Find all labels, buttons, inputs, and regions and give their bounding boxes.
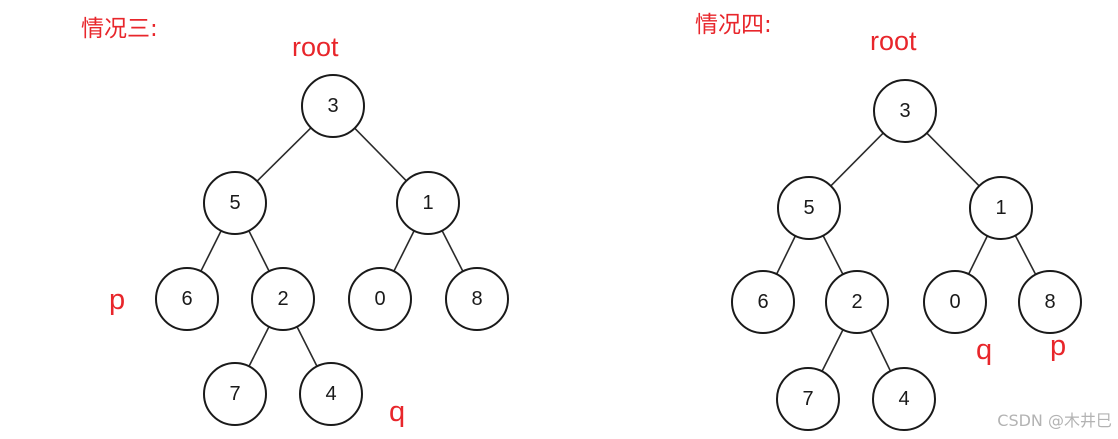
tree-edge <box>354 127 407 182</box>
node-value: 4 <box>898 388 909 410</box>
node-circle <box>872 367 936 431</box>
tree-node-2: 2 <box>825 270 889 334</box>
node-circle <box>396 171 460 235</box>
tree-node-0: 0 <box>923 270 987 334</box>
node-value: 2 <box>277 288 288 310</box>
node-circle <box>969 176 1033 240</box>
case-four-title: 情况四: <box>695 12 772 38</box>
tree-node-4: 4 <box>299 362 363 426</box>
watermark: CSDN @木井巳 <box>997 411 1112 430</box>
panel-case-four: 3 5 1 6 2 0 8 7 4 情况四: root q p <box>559 0 1118 439</box>
root-label: root <box>292 32 339 62</box>
tree-node-0: 0 <box>348 267 412 331</box>
tree-node-3: 3 <box>873 79 937 143</box>
q-label: q <box>389 396 406 428</box>
node-value: 8 <box>1044 291 1055 313</box>
tree-edge <box>393 230 415 272</box>
node-circle <box>155 267 219 331</box>
node-value: 1 <box>995 197 1006 219</box>
tree-node-8: 8 <box>1018 270 1082 334</box>
tree-edge <box>248 326 270 367</box>
node-value: 5 <box>803 197 814 219</box>
tree-edge <box>830 132 884 187</box>
node-circle <box>301 74 365 138</box>
tree-edge <box>967 235 989 275</box>
tree-node-1: 1 <box>969 176 1033 240</box>
node-circle <box>1018 270 1082 334</box>
node-value: 7 <box>802 388 813 410</box>
node-value: 0 <box>949 291 960 313</box>
node-value: 6 <box>181 288 192 310</box>
panel-case-three: 3 5 1 6 2 0 8 7 4 情况三: root p q <box>81 16 509 428</box>
node-circle <box>251 267 315 331</box>
node-circle <box>776 367 840 431</box>
node-value: 5 <box>229 192 240 214</box>
node-circle <box>825 270 889 334</box>
tree-edge <box>822 235 844 275</box>
node-value: 3 <box>899 100 910 122</box>
node-circle <box>777 176 841 240</box>
tree-edge <box>775 235 797 275</box>
node-value: 1 <box>422 192 433 214</box>
binary-tree-case-three: 3 5 1 6 2 0 8 7 4 <box>155 74 509 426</box>
tree-node-6: 6 <box>731 270 795 334</box>
node-circle <box>873 79 937 143</box>
tree-node-5: 5 <box>203 171 267 235</box>
tree-edge <box>256 127 312 182</box>
node-value: 4 <box>325 383 336 405</box>
tree-edge <box>200 230 222 272</box>
tree-node-1: 1 <box>396 171 460 235</box>
tree-node-7: 7 <box>203 362 267 426</box>
tree-edge <box>441 230 464 272</box>
p-label: p <box>1050 330 1067 362</box>
tree-edge <box>926 132 980 187</box>
p-label: p <box>109 284 126 316</box>
node-circle <box>445 267 509 331</box>
tree-node-3: 3 <box>301 74 365 138</box>
tree-node-7: 7 <box>776 367 840 431</box>
node-circle <box>299 362 363 426</box>
tree-node-5: 5 <box>777 176 841 240</box>
node-circle <box>348 267 412 331</box>
case-three-title: 情况三: <box>81 16 158 42</box>
tree-edges <box>200 127 464 367</box>
node-value: 8 <box>471 288 482 310</box>
node-value: 7 <box>229 383 240 405</box>
tree-node-4: 4 <box>872 367 936 431</box>
node-value: 0 <box>374 288 385 310</box>
q-label: q <box>976 334 993 366</box>
root-label: root <box>870 26 917 56</box>
node-circle <box>923 270 987 334</box>
tree-node-6: 6 <box>155 267 219 331</box>
binary-tree-case-four: 3 5 1 6 2 0 8 7 4 <box>731 79 1082 431</box>
tree-edge <box>869 329 892 372</box>
tree-edge <box>821 329 844 372</box>
node-value: 2 <box>851 291 862 313</box>
tree-edge <box>1014 235 1037 275</box>
node-value: 3 <box>327 95 338 117</box>
node-circle <box>203 362 267 426</box>
tree-edge <box>296 326 318 367</box>
tree-node-2: 2 <box>251 267 315 331</box>
node-circle <box>731 270 795 334</box>
tree-node-8: 8 <box>445 267 509 331</box>
node-circle <box>203 171 267 235</box>
node-value: 6 <box>757 291 768 313</box>
tree-edge <box>248 230 270 272</box>
tree-edges <box>775 132 1037 372</box>
